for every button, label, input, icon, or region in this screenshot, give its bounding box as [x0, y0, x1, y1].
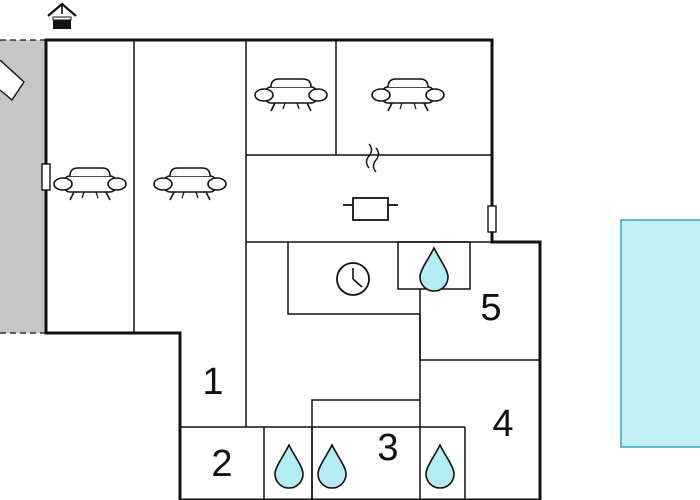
room-number: 4: [492, 403, 513, 445]
sofa-icon: [153, 167, 227, 201]
cooking-pot-icon: [343, 143, 398, 221]
water-drop-icon: [274, 444, 304, 489]
water-drop-icon: [317, 444, 347, 489]
water-drop-icon: [419, 247, 449, 292]
interior-walls: [133, 40, 540, 500]
sofa-icon: [254, 78, 328, 112]
door-swing-icon: [0, 59, 25, 102]
room-number: 1: [202, 361, 223, 403]
sofa-icon: [371, 78, 445, 112]
water-drop-icon: [425, 444, 455, 489]
window-icon: [487, 205, 497, 233]
sofa-icon: [53, 167, 127, 201]
outer-wall: [44, 38, 542, 500]
room-number: 3: [377, 427, 398, 469]
clock-icon: [336, 262, 370, 296]
window-icon: [41, 163, 51, 191]
house-entrance-icon: [47, 2, 77, 29]
room-number: 2: [211, 443, 232, 485]
room-number: 5: [480, 287, 501, 329]
pool: [620, 219, 700, 448]
